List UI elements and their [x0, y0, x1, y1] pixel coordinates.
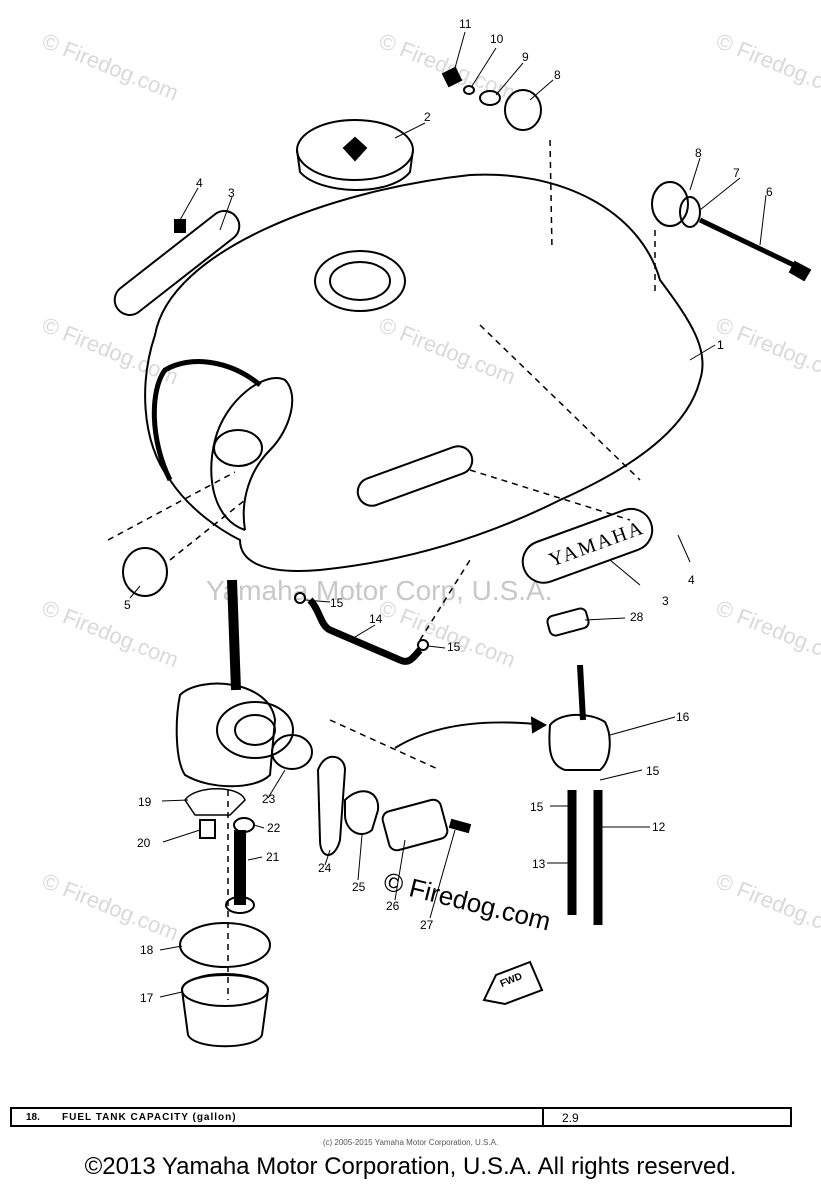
filler-neck	[314, 250, 406, 312]
fuel-tank-exploded-diagram	[107, 31, 812, 1048]
alt-fuel-cock-arrow	[394, 721, 546, 749]
callout-3: 3	[228, 186, 235, 200]
fuel-cock-flange	[216, 701, 294, 759]
hose-guide-line	[419, 559, 471, 641]
callout-28: 28	[630, 610, 644, 624]
callout-15: 15	[646, 764, 660, 778]
filler-cap-side	[296, 149, 414, 191]
callout-17: 17	[140, 991, 154, 1005]
bolt-21-head	[225, 896, 255, 914]
fuel-cock-standpipe	[227, 579, 241, 691]
alt-arrow-head	[530, 716, 548, 734]
mount-bolt	[698, 217, 802, 271]
screw-27	[448, 818, 472, 834]
callout-27: 27	[420, 918, 434, 932]
cup-17	[180, 974, 270, 1048]
callout-10: 10	[490, 32, 504, 46]
lever-24	[316, 755, 347, 856]
callout-5: 5	[124, 598, 131, 612]
spec-table: 18. FUEL TANK CAPACITY (gallon) 2.9	[10, 1107, 792, 1127]
tank-emblem-slot	[356, 445, 474, 507]
callout-1: 1	[717, 338, 724, 352]
spec-label: FUEL TANK CAPACITY (gallon)	[62, 1109, 544, 1125]
callout-12: 12	[652, 820, 666, 834]
spec-value: 2.9	[562, 1111, 579, 1125]
copyright-small: (c) 2005-2015 Yamaha Motor Corporation, …	[322, 1138, 499, 1147]
knee-grip-bolt-4	[174, 219, 186, 233]
o-ring-22	[233, 817, 255, 833]
filler-cap-emblem	[342, 136, 368, 162]
callout-3: 3	[662, 594, 669, 608]
cap-guide-line	[107, 471, 246, 561]
callout-20: 20	[137, 836, 151, 850]
yamaha-emblem-plate	[521, 507, 654, 584]
callout-1: 1	[717, 338, 724, 352]
hose-clip	[417, 639, 429, 651]
callout-26: 26	[386, 899, 400, 913]
tank-side-emblem-mount	[213, 429, 263, 467]
callout-15: 15	[330, 596, 344, 610]
lever-plate-23	[271, 734, 313, 770]
hose-clip	[294, 592, 306, 604]
o-ring-18	[179, 922, 271, 968]
callout-23: 23	[262, 792, 276, 806]
callout-6: 6	[766, 185, 773, 199]
damper-washer	[679, 196, 701, 228]
callout-15: 15	[530, 800, 544, 814]
rear-spacer	[463, 85, 475, 95]
filler-neck-inner	[329, 261, 391, 301]
callout-9: 9	[522, 50, 529, 64]
callout-14: 14	[369, 612, 383, 626]
callout-18: 18	[140, 943, 154, 957]
callout-15: 15	[447, 640, 461, 654]
callout-11: 11	[459, 17, 472, 31]
mount-bolt-head	[788, 260, 812, 282]
callout-8: 8	[695, 146, 702, 160]
tank-side-trim	[151, 359, 262, 482]
alt-standpipe	[577, 664, 586, 721]
emblem-guide-line	[469, 469, 631, 521]
callout-16: 16	[676, 710, 690, 724]
rear-nut	[441, 66, 463, 88]
callout-19: 19	[138, 795, 152, 809]
callout-4: 4	[196, 176, 203, 190]
alt-fuel-cock-body	[548, 713, 611, 771]
side-cap-5	[122, 547, 168, 597]
knee-grip-strip	[113, 210, 241, 316]
callout-8: 8	[554, 68, 561, 82]
lever-guide-line	[329, 719, 441, 771]
rear-damper-rubber	[504, 89, 542, 131]
packing-25	[344, 790, 380, 835]
callout-13: 13	[532, 857, 546, 871]
callout-25: 25	[352, 880, 366, 894]
copyright-main: ©2013 Yamaha Motor Corporation, U.S.A. A…	[84, 1153, 737, 1180]
damper-rubber	[651, 181, 689, 227]
fuel-tank	[144, 173, 704, 572]
rear-washer	[479, 90, 501, 106]
screw-20	[199, 819, 216, 839]
fuel-cock-port	[234, 714, 276, 746]
mount-guide-line	[479, 139, 656, 481]
plate-26	[381, 798, 449, 852]
filter-19	[184, 788, 246, 816]
cup-17-rim	[181, 973, 269, 1007]
callout-4: 4	[688, 573, 695, 587]
fwd-arrow-icon	[482, 960, 544, 1006]
callout-21: 21	[266, 850, 280, 864]
gasket-28	[546, 607, 590, 637]
watermark-faint-text: Yamaha Motor Corp, U.S.A.	[206, 575, 553, 606]
callout-7: 7	[733, 166, 740, 180]
callout-24: 24	[318, 861, 332, 875]
leader-lines	[129, 31, 767, 998]
callout-2: 2	[424, 110, 431, 124]
spec-number: 18.	[26, 1112, 40, 1123]
fuel-cock-body	[175, 682, 277, 788]
callout-22: 22	[267, 821, 281, 835]
fuel-hose	[307, 597, 423, 665]
tank-knee-recess	[210, 377, 294, 531]
